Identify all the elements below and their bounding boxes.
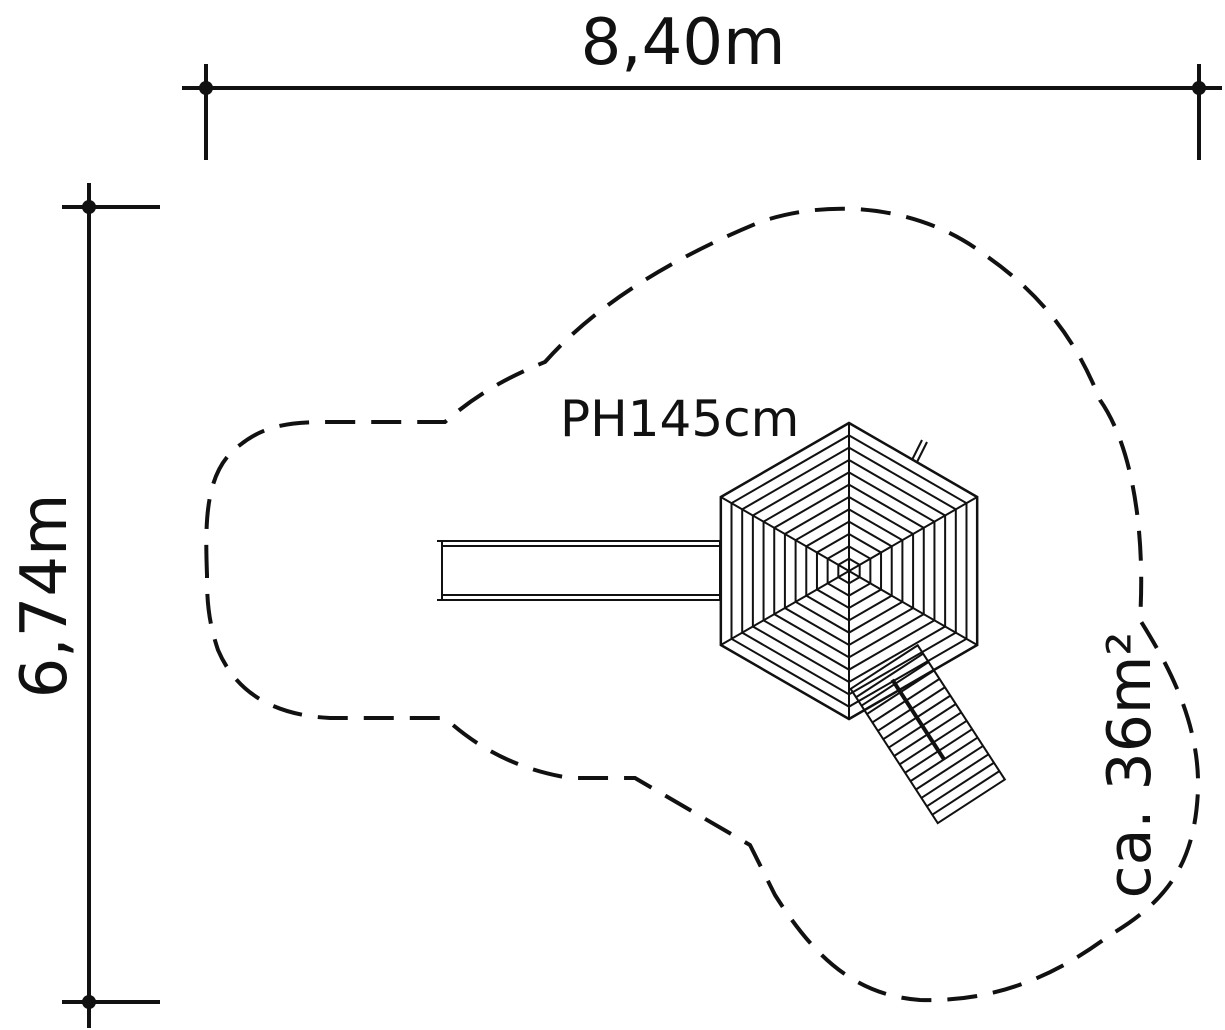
width-dimension — [182, 64, 1222, 160]
ladder-step — [926, 761, 995, 808]
ladder-step — [909, 736, 979, 782]
ladder-step — [931, 770, 1000, 816]
roof-ridge — [720, 570, 850, 646]
handrail-post — [911, 439, 928, 463]
roof-ridge — [848, 496, 978, 572]
safety-area-label: ca. 36m² — [1095, 632, 1165, 899]
platform-height-label: PH145cm — [560, 390, 799, 448]
depth-dimension-start-dot — [82, 200, 96, 214]
depth-dimension-end-dot — [82, 995, 96, 1009]
width-dimension-label: 8,40m — [581, 6, 786, 80]
ladder-step — [855, 652, 924, 699]
width-dimension-end-dot — [1192, 81, 1206, 95]
depth-dimension-label: 6,74m — [8, 494, 82, 699]
ladder-handrail — [890, 678, 946, 761]
slide — [437, 540, 721, 601]
ladder-step — [915, 745, 984, 791]
depth-dimension — [62, 183, 160, 1028]
ladder-step — [920, 753, 990, 799]
roof-ridge — [848, 570, 978, 646]
width-dimension-start-dot — [199, 81, 213, 95]
safety-area-outline — [204, 206, 1201, 1003]
hexagonal-tower-roof — [719, 421, 979, 721]
access-ladder — [849, 643, 1007, 825]
roof-ridge — [720, 496, 850, 572]
